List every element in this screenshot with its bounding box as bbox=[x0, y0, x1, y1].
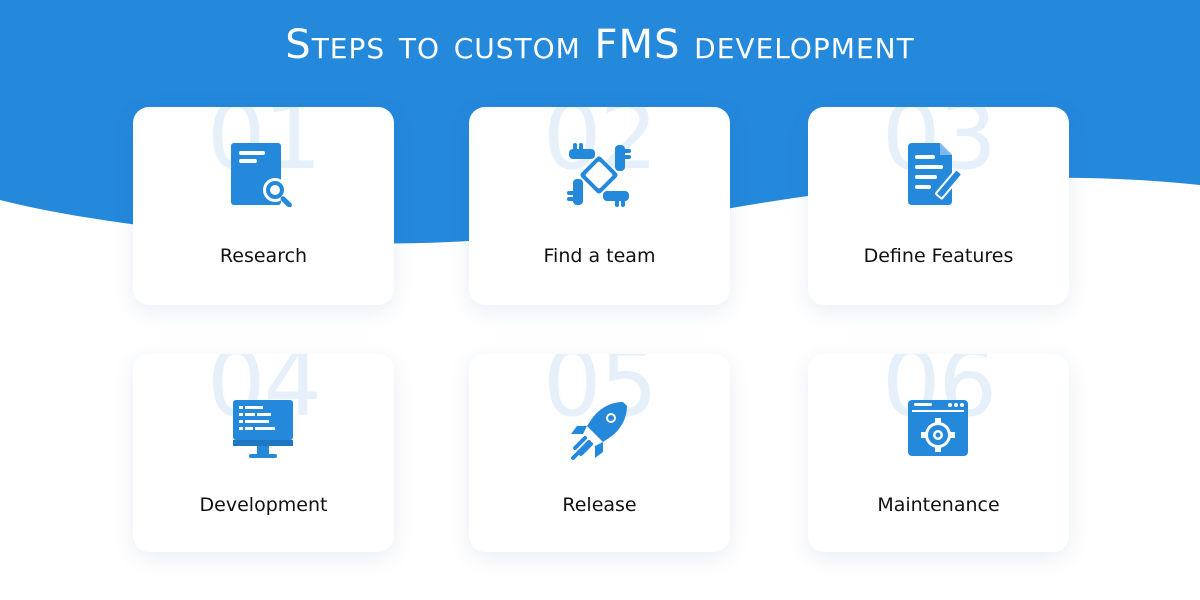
step-card-release: 05 Release bbox=[469, 354, 730, 552]
step-label: Define Features bbox=[863, 245, 1014, 267]
document-edit-icon bbox=[906, 143, 970, 207]
step-label: Release bbox=[562, 494, 637, 516]
team-hands-icon bbox=[567, 143, 631, 207]
step-label: Maintenance bbox=[877, 494, 1000, 516]
step-label: Find a team bbox=[543, 245, 656, 267]
rocket-icon bbox=[567, 398, 631, 462]
page-title: Steps to custom FMS development bbox=[285, 22, 915, 68]
document-search-icon bbox=[231, 143, 295, 207]
browser-gear-icon bbox=[906, 398, 970, 462]
step-card-development: 04 Development bbox=[133, 354, 394, 552]
step-label: Development bbox=[199, 494, 328, 516]
step-card-find-a-team: 02 Find a team bbox=[469, 107, 730, 305]
monitor-code-icon bbox=[231, 398, 295, 462]
step-label: Research bbox=[219, 245, 308, 267]
step-card-research: 01 Research bbox=[133, 107, 394, 305]
step-card-define-features: 03 Define Features bbox=[808, 107, 1069, 305]
step-card-maintenance: 06 Maintenance bbox=[808, 354, 1069, 552]
